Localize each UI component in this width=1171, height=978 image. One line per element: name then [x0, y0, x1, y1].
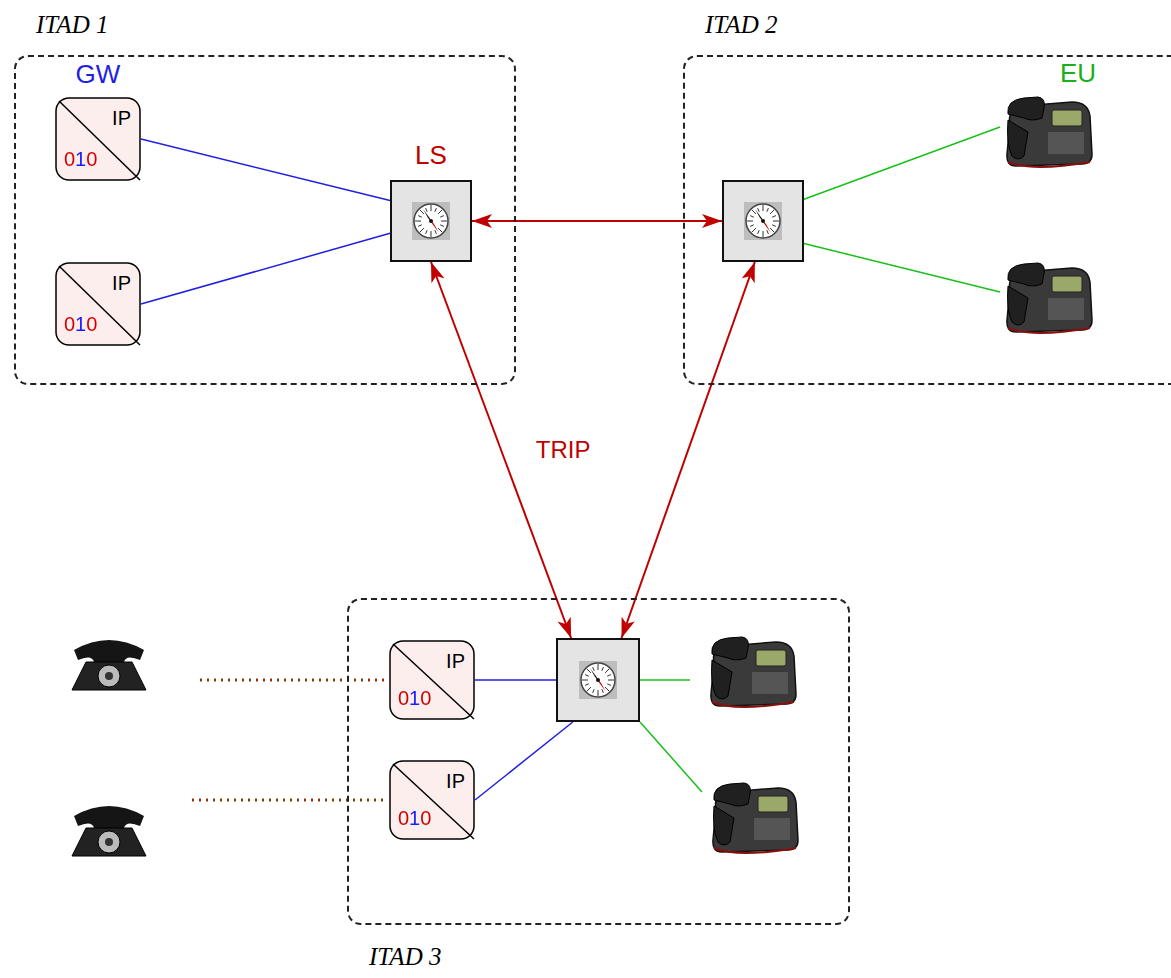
gateway-bits: 010	[398, 807, 431, 830]
gateway-box: GWIP010	[55, 97, 141, 181]
domain-label: ITAD 1	[36, 11, 108, 39]
itad-region: ITAD 1GWIP010IP010LS	[14, 55, 516, 385]
ip-phone	[1007, 97, 1092, 167]
gateway-text: IP	[112, 107, 131, 130]
itad-region: ITAD 3IP010IP010	[347, 598, 850, 925]
gateway-bits: 010	[64, 148, 97, 171]
device-label: GW	[76, 59, 121, 90]
gateway-link	[141, 139, 390, 201]
device-label: LS	[415, 140, 447, 171]
gateway-link	[475, 722, 573, 800]
location-server	[556, 638, 640, 722]
gateway-box: IP 010	[389, 760, 475, 840]
domain-label: ITAD 3	[369, 943, 441, 971]
ip-phone	[713, 783, 798, 853]
gateway-bits: 010	[398, 687, 431, 710]
trip-link	[622, 262, 755, 638]
gateway-text: IP	[112, 272, 131, 295]
edge-label: TRIP	[533, 436, 594, 464]
gateway-box: IP 010	[389, 640, 475, 720]
location-server-symbol	[556, 638, 640, 722]
location-server-symbol	[390, 180, 472, 262]
location-server-symbol	[722, 180, 804, 262]
gateway-box: IP 010	[55, 262, 141, 346]
ip-phone	[711, 637, 796, 707]
gateway-text: IP	[446, 770, 465, 793]
phone-wires	[640, 127, 1000, 792]
device-label: EU	[1060, 58, 1096, 89]
gateway-link	[475, 679, 556, 681]
domain-label: ITAD 2	[705, 11, 777, 39]
gateway-bits: 010	[64, 313, 97, 336]
gateway-text: IP	[446, 650, 465, 673]
location-server: LS	[390, 180, 472, 262]
ip-phone	[1007, 263, 1092, 333]
location-server	[722, 180, 804, 262]
gateway-link	[141, 233, 390, 304]
pstn-phone	[72, 640, 146, 690]
pstn-phone	[72, 806, 146, 856]
itad-region: ITAD 2	[683, 55, 1171, 385]
pstn-wires	[192, 680, 388, 800]
